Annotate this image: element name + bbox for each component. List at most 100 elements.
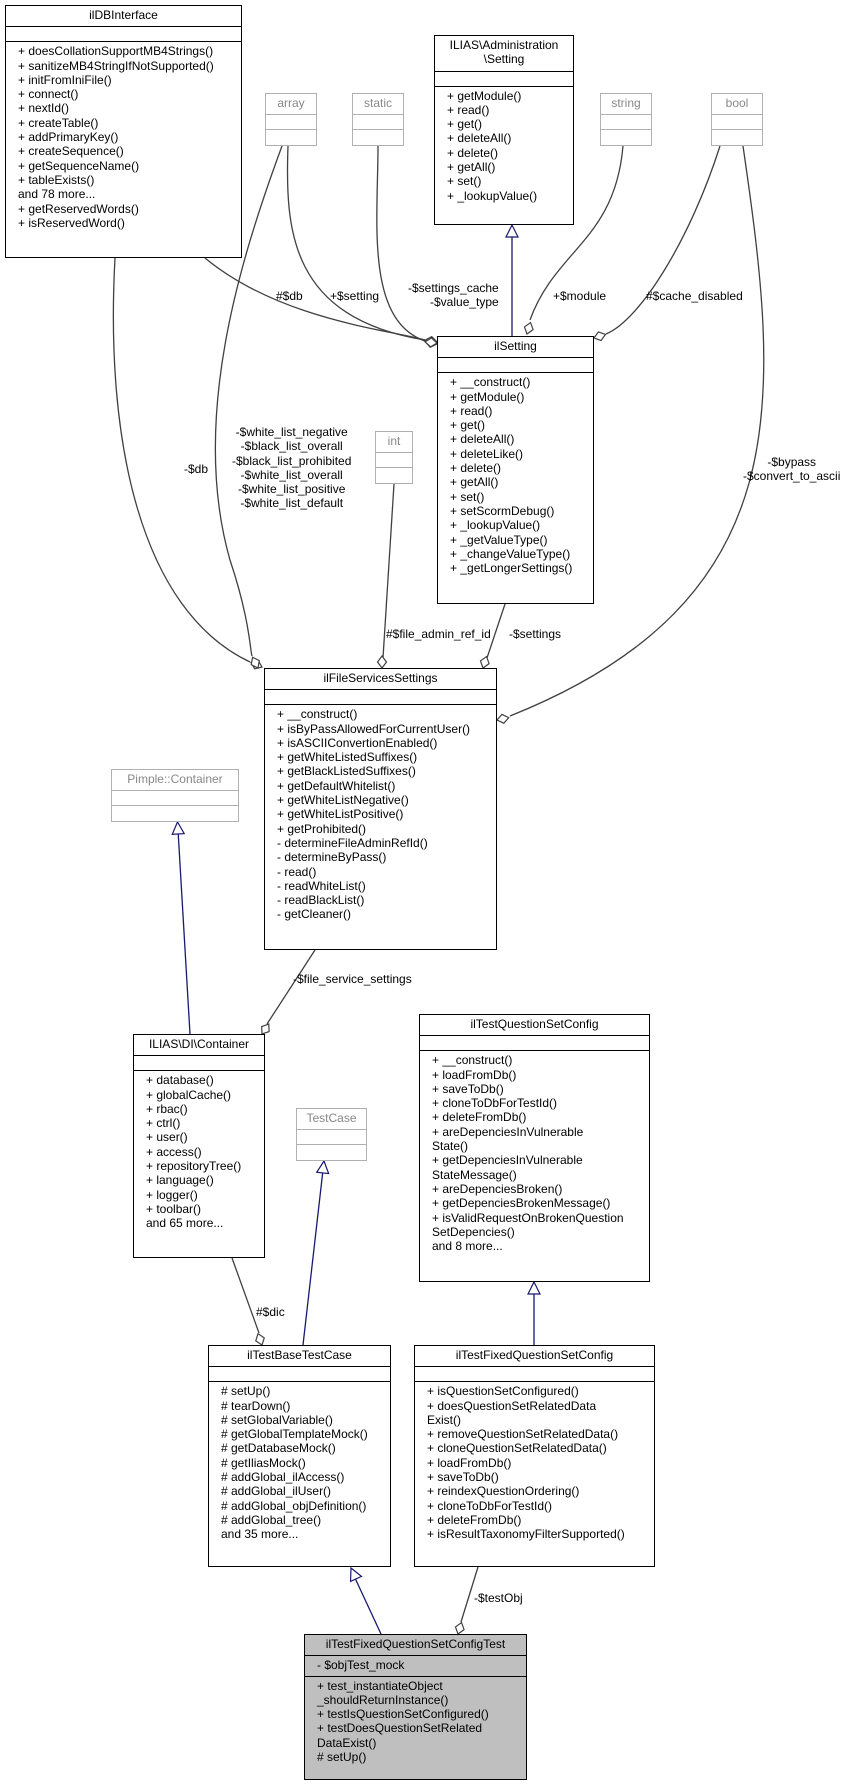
class-pimple-container[interactable]: Pimple::Container [111, 769, 239, 822]
edge-label-settings: -$settings [509, 627, 562, 641]
method-row: + setScormDebug() [450, 503, 555, 518]
class-static[interactable]: static [352, 93, 404, 146]
method-row: # addGlobal_objDefinition() [221, 1498, 367, 1513]
class-bool[interactable]: bool [711, 93, 763, 146]
class-ilias-di-container[interactable]: ILIAS\DI\Container+ database()+ globalCa… [133, 1034, 265, 1258]
class-methods: + doesCollationSupportMB4Strings()+ sani… [6, 41, 241, 256]
assoc-bool-ilsetting [605, 145, 721, 335]
class-iltestfixedquestionsetconfigtest[interactable]: ilTestFixedQuestionSetConfigTest- $objTe… [304, 1634, 527, 1780]
method-row: + doesCollationSupportMB4Strings() [18, 44, 214, 59]
method-row: + access() [146, 1144, 202, 1159]
class-iltestquestionsetconfig[interactable]: ilTestQuestionSetConfig+ __construct()+ … [419, 1014, 650, 1282]
method-row: + user() [146, 1130, 188, 1145]
class-attributes [353, 114, 403, 129]
class-attributes: - $objTest_mock [305, 1655, 526, 1675]
method-row: # addGlobal_ilAccess() [221, 1470, 345, 1485]
class-ilias-administration-setting[interactable]: ILIAS\Administration \Setting+ getModule… [434, 35, 574, 225]
aggregation-diamond-icon [496, 713, 510, 724]
method-row: - readWhiteList() [277, 878, 366, 893]
class-title: ilSetting [494, 339, 537, 353]
aggregation-diamond-icon [454, 1621, 465, 1635]
class-title: bool [725, 96, 749, 110]
edge-label-white-black-lists: -$white_list_negative -$black_list_overa… [232, 425, 352, 511]
method-row: + getDefaultWhitelist() [277, 778, 396, 793]
class-attributes [266, 114, 316, 129]
method-row: + initFromIniFile() [18, 72, 112, 87]
method-row: # addGlobal_ilUser() [221, 1484, 332, 1499]
assoc-bool-fileservices [509, 145, 765, 717]
assoc-dbinterface-ilsetting [204, 257, 426, 341]
assoc-dbinterface-fileservices [112, 257, 251, 663]
method-row: + getModule() [450, 389, 525, 404]
method-row: # getDatabaseMock() [221, 1441, 336, 1456]
method-row: + isResultTaxonomyFilterSupported() [427, 1527, 625, 1542]
edge-label-file-service-settings: -$file_service_settings [293, 972, 412, 986]
method-row: + _getValueType() [450, 532, 548, 547]
method-row: + _changeValueType() [450, 546, 571, 561]
aggregation-diamond-icon [261, 1023, 270, 1035]
method-row: + loadFromDb() [432, 1067, 517, 1082]
method-row: + rbac() [146, 1101, 188, 1116]
class-attributes [6, 26, 241, 41]
aggregation-diamond-icon [523, 321, 534, 335]
class-int[interactable]: int [375, 431, 413, 484]
method-row: + __construct() [432, 1053, 513, 1068]
class-methods [712, 129, 762, 144]
class-iltestfixedquestionsetconfig[interactable]: ilTestFixedQuestionSetConfig+ isQuestion… [414, 1345, 655, 1567]
class-attributes [297, 1129, 366, 1144]
inheritance-test-basetestcase [354, 1577, 382, 1635]
assoc-static-ilsetting [376, 145, 426, 342]
class-methods: + __construct()+ isByPassAllowedForCurre… [265, 704, 496, 948]
class-methods [376, 467, 412, 482]
method-row: # setUp() [221, 1384, 271, 1399]
method-row: + getDepenciesBrokenMessage() [432, 1196, 611, 1211]
method-row: and 8 more... [432, 1239, 503, 1254]
method-row: # addGlobal_tree() [221, 1512, 322, 1527]
class-methods: + __construct()+ getModule()+ read()+ ge… [438, 372, 593, 602]
method-row: + nextId() [18, 101, 70, 116]
class-methods: + isQuestionSetConfigured()+ doesQuestio… [415, 1381, 654, 1565]
class-attributes [420, 1035, 649, 1050]
edge-label-dic: #$dic [256, 1305, 285, 1319]
method-row: + repositoryTree() [146, 1159, 242, 1174]
class-title: ilDBInterface [89, 8, 158, 22]
assoc-dicontainer-basetestcase [231, 1257, 260, 1334]
method-row: + test_instantiateObject [317, 1678, 443, 1693]
edge-label-db-dbinterface: #$db [276, 289, 303, 303]
method-row: + reindexQuestionOrdering() [427, 1484, 580, 1499]
class-attributes [601, 114, 651, 129]
method-row: # setGlobalVariable() [221, 1412, 333, 1427]
method-row: + areDepenciesBroken() [432, 1181, 563, 1196]
method-row: + getWhiteListPositive() [277, 807, 404, 822]
class-methods: + getModule()+ read()+ get()+ deleteAll(… [435, 85, 573, 223]
method-row: + delete() [447, 145, 499, 160]
class-ildbinterface[interactable]: ilDBInterface + doesCollationSupportMB4St… [5, 5, 242, 258]
class-ilsetting[interactable]: ilSetting + __construct()+ getModule()+ r… [437, 336, 594, 604]
method-row: + cloneQuestionSetRelatedData() [427, 1441, 607, 1456]
method-row: + getModule() [447, 88, 522, 103]
method-row: + saveToDb() [427, 1470, 499, 1485]
class-string[interactable]: string [600, 93, 652, 146]
assoc-array-fileservices [214, 145, 283, 657]
method-row: and 78 more... [18, 187, 96, 202]
edge-label-file-admin-ref-id: #$file_admin_ref_id [386, 627, 491, 641]
method-row: + database() [146, 1073, 214, 1088]
class-testcase[interactable]: TestCase [296, 1108, 367, 1161]
method-row: SetDepencies() [432, 1224, 515, 1239]
class-array[interactable]: array [265, 93, 317, 146]
method-row: + get() [450, 418, 486, 433]
class-methods: # setUp()# tearDown()# setGlobalVariable… [209, 1381, 390, 1565]
class-attributes [376, 452, 412, 467]
aggregation-diamond-icon [376, 655, 388, 669]
class-methods: + test_instantiateObject_shouldReturnIns… [305, 1675, 526, 1778]
class-attributes [712, 114, 762, 129]
class-title: array [277, 96, 305, 110]
assoc-fixedqset-test [460, 1566, 479, 1623]
class-ilfileservicessettings[interactable]: ilFileServicesSettings+ __construct()+ i… [264, 668, 497, 950]
method-row: + getWhiteListNegative() [277, 793, 409, 808]
method-row: + get() [447, 117, 483, 132]
class-attributes [438, 357, 593, 372]
class-attributes [265, 689, 496, 704]
class-attributes [134, 1055, 264, 1070]
class-iltestbasetestcase[interactable]: ilTestBaseTestCase# setUp()# tearDown()#… [208, 1345, 391, 1567]
